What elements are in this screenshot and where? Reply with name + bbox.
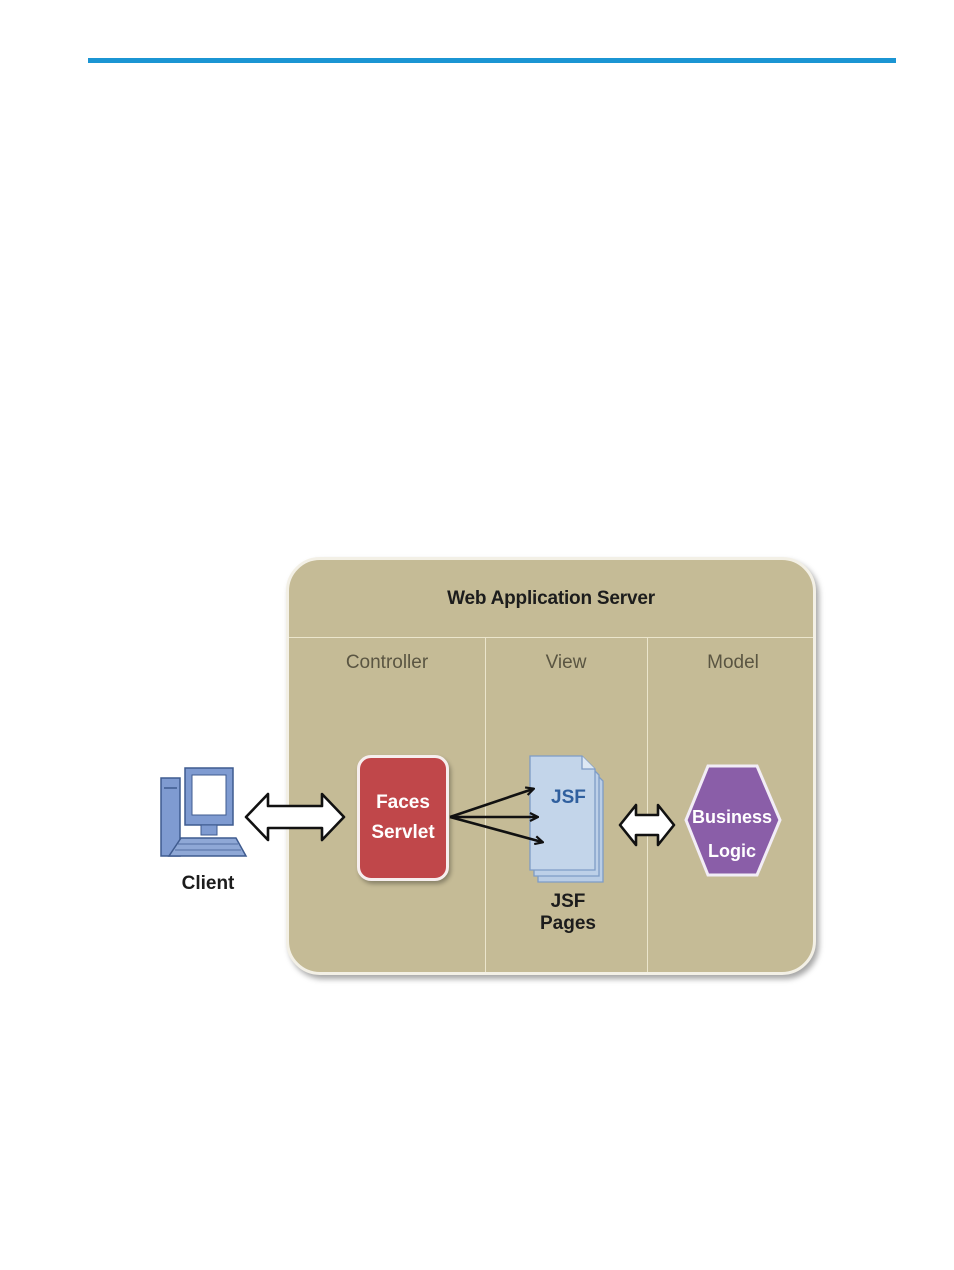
jsf-page-label: JSF bbox=[551, 787, 585, 809]
computer-icon bbox=[161, 768, 246, 856]
faces-servlet-box: Faces Servlet bbox=[357, 755, 449, 881]
business-logic-line-2: Logic bbox=[686, 834, 778, 868]
client-label: Client bbox=[166, 873, 250, 895]
faces-servlet-line-1: Faces bbox=[376, 788, 430, 818]
document-stack-icon bbox=[530, 756, 603, 882]
jsf-pages-label: JSF Pages bbox=[520, 891, 616, 935]
servlet-to-jsf-arrows bbox=[450, 789, 542, 842]
double-arrow-icon bbox=[620, 805, 674, 845]
business-logic-label: Business Logic bbox=[686, 800, 778, 868]
double-arrow-icon bbox=[246, 794, 344, 840]
faces-servlet-line-2: Servlet bbox=[371, 818, 434, 848]
business-logic-line-1: Business bbox=[686, 800, 778, 834]
